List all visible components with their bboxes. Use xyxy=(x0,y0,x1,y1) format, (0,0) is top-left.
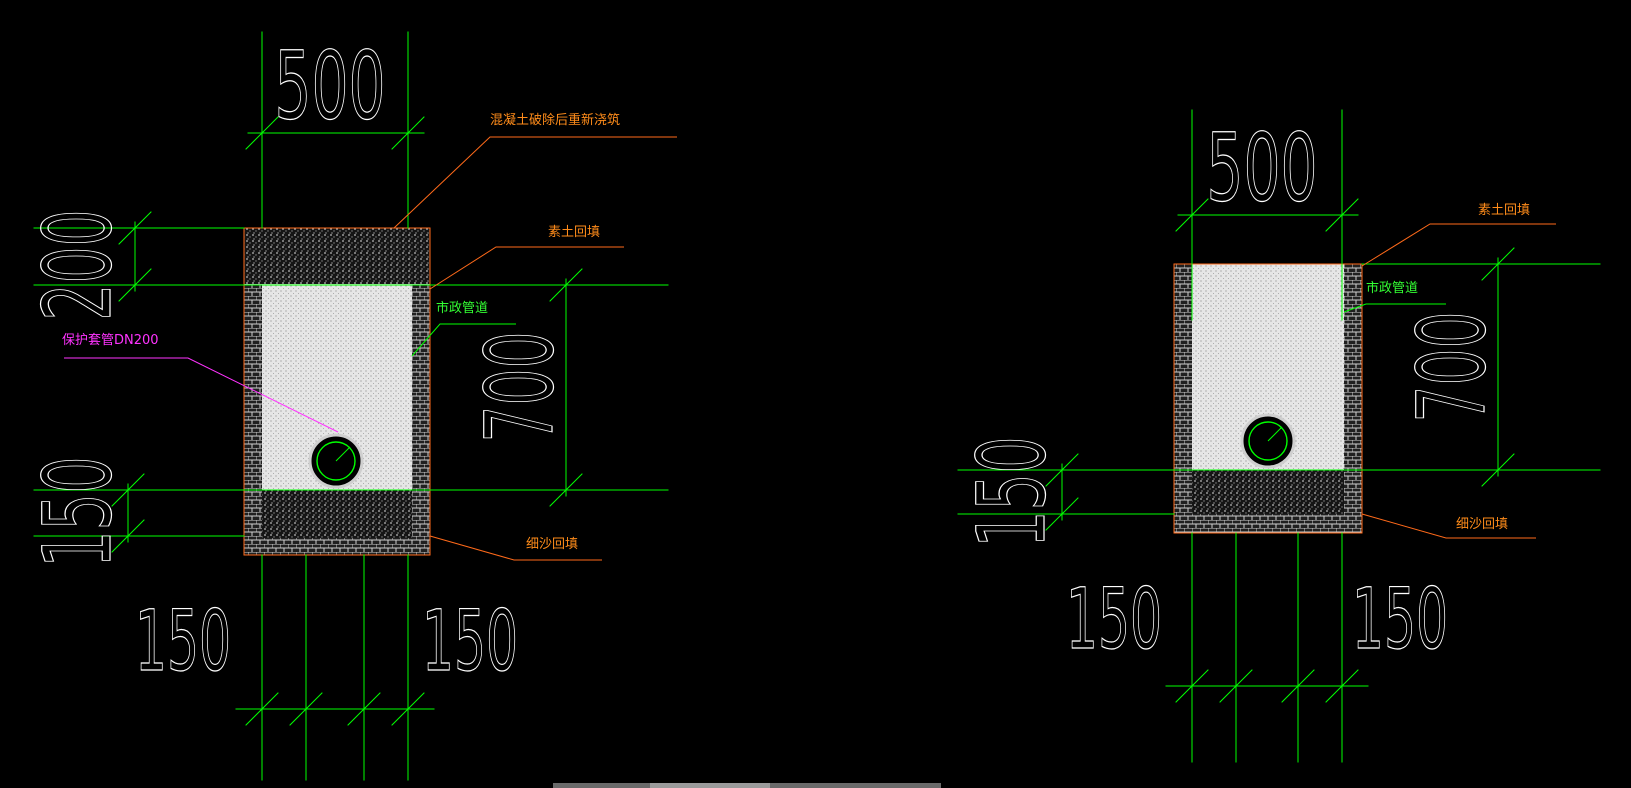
left-dim-top-layer: 200 xyxy=(23,209,132,320)
right-dim-width: 500 xyxy=(1206,113,1317,222)
right-section-left-wall xyxy=(1174,264,1192,533)
left-concrete-leader xyxy=(393,136,677,229)
left-section-left-wall xyxy=(244,282,262,555)
left-sand-leader xyxy=(429,535,602,561)
right-label-plain-soil-backfill: 素土回填 xyxy=(1478,203,1530,218)
left-sleeve-leader xyxy=(64,357,339,433)
left-soil-leader xyxy=(429,246,624,290)
left-label-protective-sleeve: 保护套管DN200 xyxy=(62,332,159,348)
left-section: 混凝土破除后重新浇筑 素土回填 市政管道 保护套管DN200 细沙回填 500 … xyxy=(23,31,677,781)
right-dim-right-wall: 150 xyxy=(1352,572,1448,669)
right-dim-trench-depth: 700 xyxy=(1397,311,1506,422)
left-municipal-pipe-icon xyxy=(316,441,356,481)
right-label-municipal-pipe: 市政管道 xyxy=(1366,280,1418,296)
horizontal-scrollbar-thumb[interactable] xyxy=(650,783,770,788)
right-section-base xyxy=(1174,514,1362,533)
right-soil-leader xyxy=(1361,223,1556,267)
right-section: 素土回填 市政管道 细沙回填 500 700 150 150 150 xyxy=(957,109,1601,763)
right-dim-bottom-layer: 150 xyxy=(957,436,1066,547)
left-label-municipal-pipe: 市政管道 xyxy=(436,300,488,316)
right-pipe-leader xyxy=(1343,303,1446,313)
left-dim-trench-depth: 700 xyxy=(465,331,574,442)
left-section-top-concrete xyxy=(244,228,430,284)
right-section-right-wall xyxy=(1344,264,1362,533)
left-label-fine-sand-backfill: 细沙回填 xyxy=(526,537,578,552)
right-municipal-pipe-icon xyxy=(1248,421,1288,461)
right-section-sand-bed xyxy=(1192,470,1344,514)
left-dimension-lines xyxy=(33,31,669,781)
left-dim-width: 500 xyxy=(274,31,385,140)
right-dimension-lines xyxy=(957,109,1601,763)
right-label-fine-sand-backfill: 细沙回填 xyxy=(1456,517,1508,532)
right-sand-leader xyxy=(1361,513,1536,539)
left-dim-left-wall: 150 xyxy=(135,594,231,691)
left-section-right-wall xyxy=(412,282,430,555)
left-label-plain-soil-backfill: 素土回填 xyxy=(548,225,600,240)
left-dim-right-wall: 150 xyxy=(422,594,518,691)
left-section-base xyxy=(244,538,430,555)
left-pipe-leader xyxy=(411,323,516,357)
left-dim-bottom-layer: 150 xyxy=(23,456,132,567)
left-label-concrete-repour: 混凝土破除后重新浇筑 xyxy=(490,112,620,128)
left-section-sand-bed xyxy=(262,490,412,538)
right-dim-left-wall: 150 xyxy=(1066,572,1162,669)
